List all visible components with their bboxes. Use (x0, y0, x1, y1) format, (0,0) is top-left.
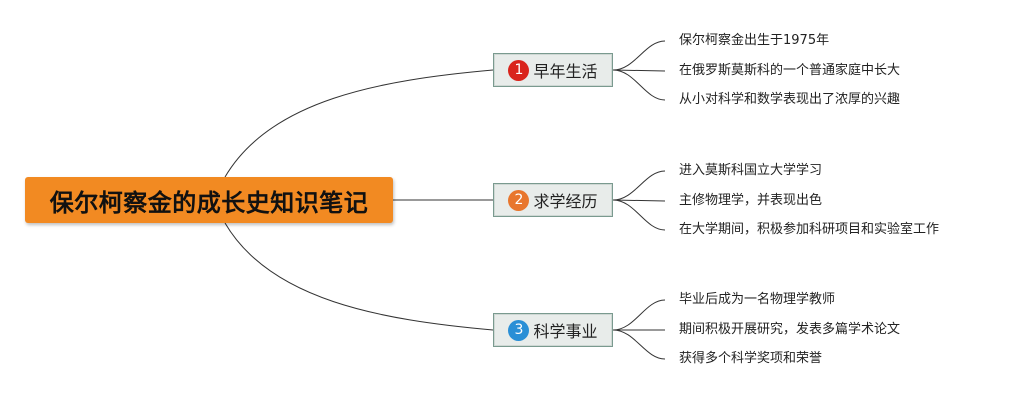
branch-label: 早年生活 (533, 62, 598, 81)
leaf-topic[interactable]: 进入莫斯科国立大学学习 (679, 163, 823, 178)
number-3-badge-icon: 3 (508, 319, 530, 341)
leaf-topic[interactable]: 在大学期间，积极参加科研项目和实验室工作 (679, 222, 940, 237)
connector-root-branch-1 (224, 69, 494, 178)
connector-branch-3-leaf-1 (612, 299, 666, 331)
branch-education[interactable]: 2 求学经历 (493, 183, 613, 217)
root-topic-label: 保尔柯察金的成长史知识笔记 (49, 188, 369, 217)
number-1-badge-icon: 1 (508, 59, 530, 81)
connector-branch-1-leaf-1 (612, 40, 666, 71)
leaf-topic[interactable]: 毕业后成为一名物理学教师 (679, 292, 836, 307)
leaf-topic[interactable]: 从小对科学和数学表现出了浓厚的兴趣 (679, 92, 901, 107)
leaf-topic[interactable]: 期间积极开展研究，发表多篇学术论文 (679, 322, 901, 337)
leaf-topic[interactable]: 主修物理学，并表现出色 (679, 193, 823, 208)
leaf-topic[interactable]: 保尔柯察金出生于1975年 (679, 33, 830, 48)
branch-early-life[interactable]: 1 早年生活 (493, 53, 613, 87)
branch-scientific-career[interactable]: 3 科学事业 (493, 313, 613, 347)
connector-branch-2-leaf-1 (612, 170, 666, 201)
connector-branch-3-leaf-3 (612, 329, 666, 360)
branch-label: 科学事业 (533, 322, 598, 341)
number-2-badge-icon: 2 (508, 189, 530, 211)
connector-branch-1-leaf-3 (612, 69, 666, 101)
connector-branch-2-leaf-2 (612, 199, 666, 202)
branch-label: 求学经历 (533, 192, 598, 211)
connector-branch-1-leaf-2 (612, 69, 666, 72)
connector-branch-2-leaf-3 (612, 199, 666, 231)
connector-root-branch-3 (224, 222, 494, 331)
root-topic[interactable]: 保尔柯察金的成长史知识笔记 (25, 177, 393, 223)
leaf-topic[interactable]: 在俄罗斯莫斯科的一个普通家庭中长大 (679, 63, 901, 78)
leaf-topic[interactable]: 获得多个科学奖项和荣誉 (679, 351, 823, 366)
